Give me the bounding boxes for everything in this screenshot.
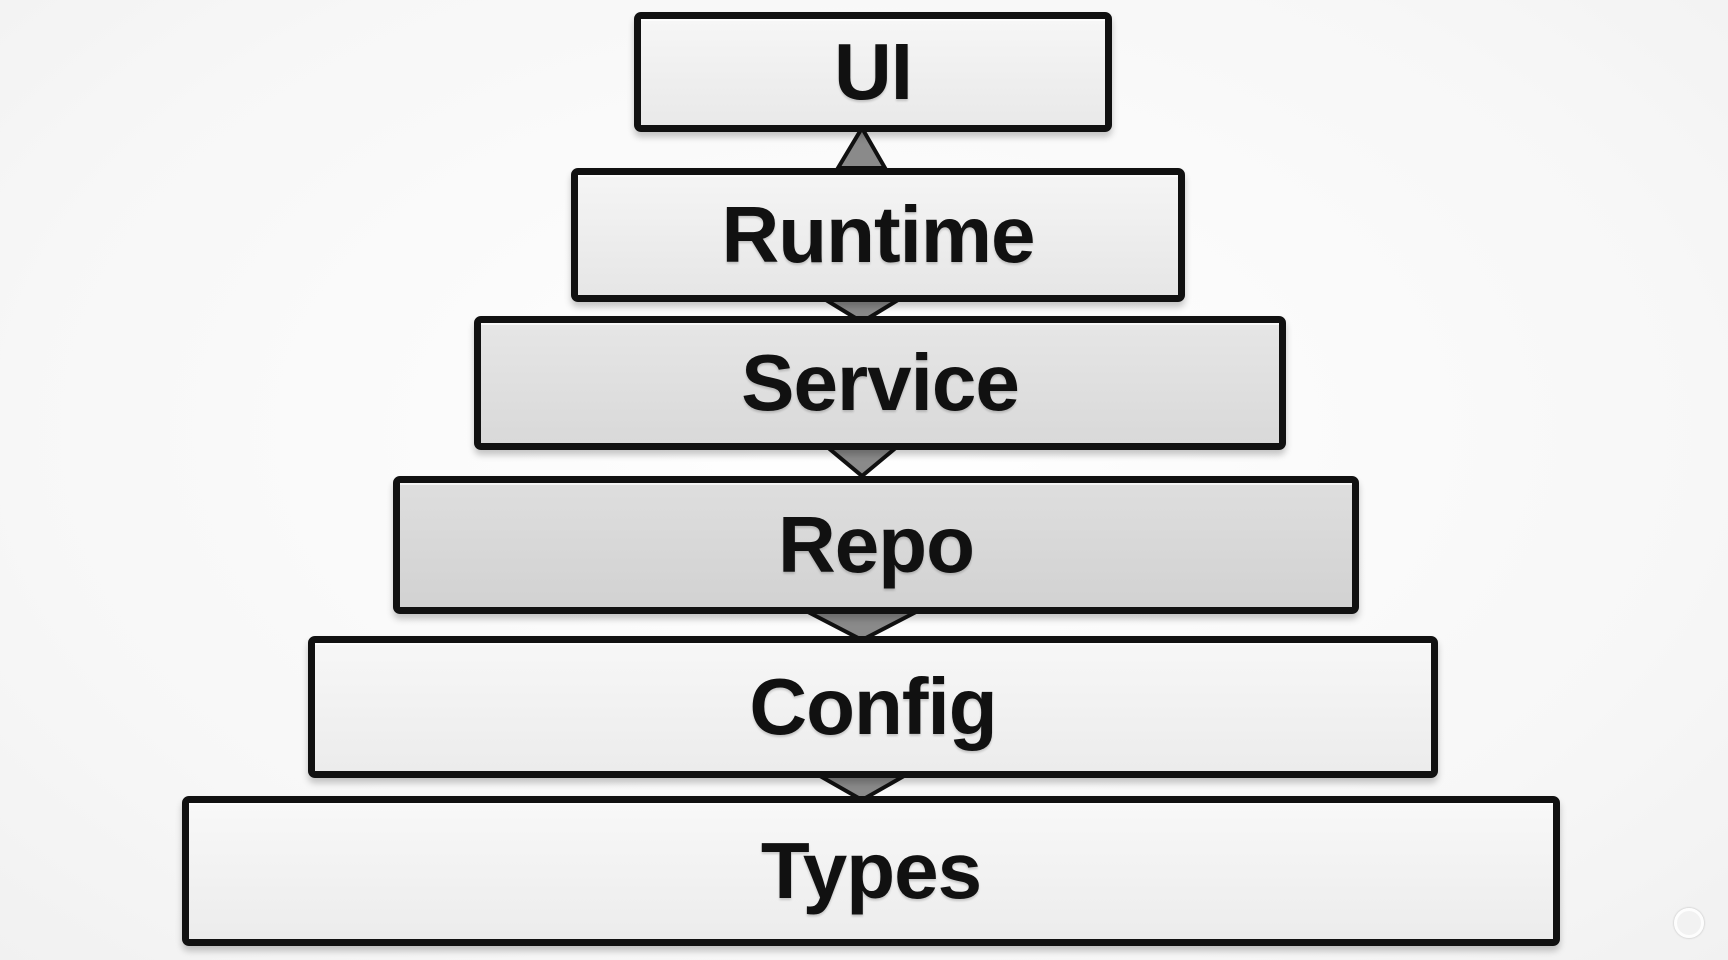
- layer-types: Types: [182, 796, 1560, 946]
- layer-repo: Repo: [393, 476, 1359, 614]
- layer-label-types: Types: [760, 826, 982, 915]
- layer-label-config: Config: [749, 662, 997, 751]
- watermark-logo-icon: [1674, 908, 1704, 938]
- connector-ui-runtime: [834, 124, 889, 170]
- layer-label-service: Service: [741, 338, 1020, 427]
- layer-runtime: Runtime: [571, 168, 1185, 302]
- layer-config: Config: [308, 636, 1438, 778]
- layer-label-ui: UI: [834, 27, 913, 116]
- layer-service: Service: [474, 316, 1286, 450]
- layer-ui: UI: [634, 12, 1112, 132]
- watermark: [1674, 908, 1704, 938]
- connector-service-repo: [820, 444, 904, 479]
- layer-label-repo: Repo: [778, 500, 975, 589]
- layer-label-runtime: Runtime: [721, 190, 1036, 279]
